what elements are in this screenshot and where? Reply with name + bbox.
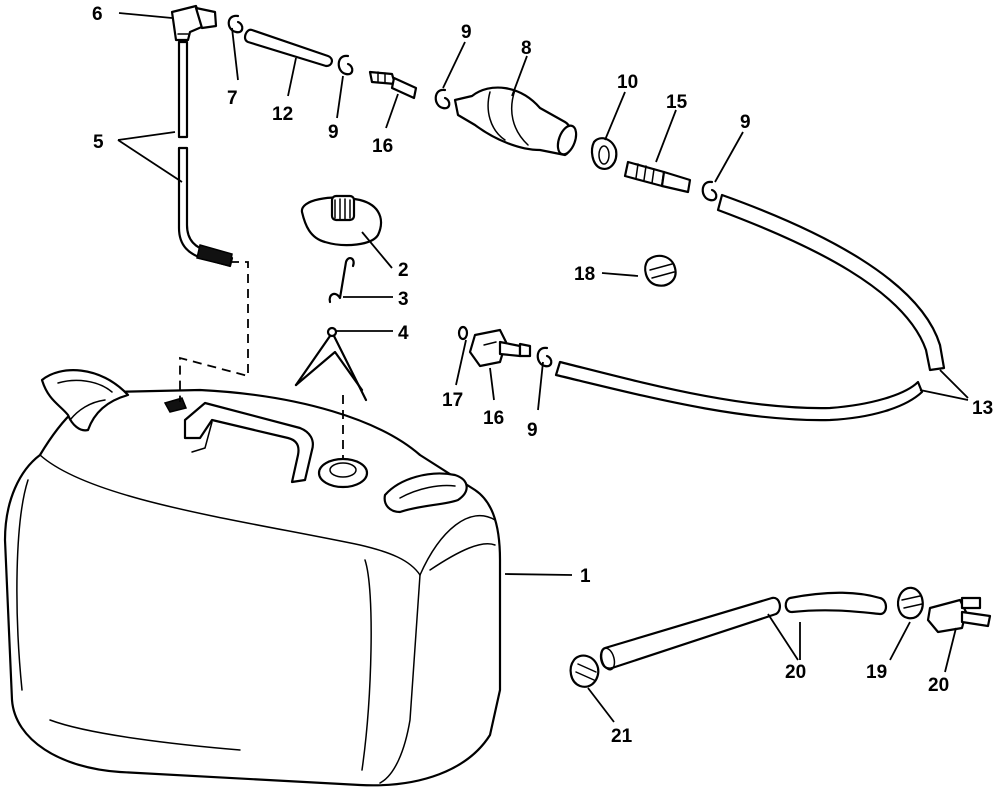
callout-20: 20 (928, 675, 949, 696)
fuel-pickup-tube (177, 40, 234, 268)
fuel-line-19 (599, 591, 888, 671)
primer-bulb (453, 86, 578, 157)
callout-9-c: 9 (740, 112, 751, 133)
assembly-dashed-lines (179, 261, 344, 460)
callout-3: 3 (398, 289, 409, 310)
callout-12: 13 (972, 398, 993, 419)
hose-clamp-21 (569, 654, 600, 688)
inline-fitting-13 (623, 160, 692, 194)
callout-19: 20 (785, 662, 806, 683)
callout-9-b: 9 (461, 22, 472, 43)
callout-labels: 6 7 12 9 16 9 8 10 15 9 5 2 3 4 18 17 16… (92, 4, 993, 747)
callout-13: 15 (666, 92, 688, 113)
retainer-wire (294, 326, 368, 402)
tank-connector (468, 328, 532, 368)
hose-clamp-17 (644, 254, 677, 287)
callout-16: 17 (442, 390, 463, 411)
hose-clamp-9-c (701, 180, 718, 202)
callout-9-d: 9 (527, 420, 538, 441)
callout-7: 7 (227, 88, 238, 109)
callout-4: 4 (398, 323, 409, 344)
callout-5: 5 (93, 132, 104, 153)
fuel-tank (3, 369, 502, 787)
o-ring (457, 325, 469, 341)
callout-1: 1 (580, 566, 591, 587)
filler-cap (300, 194, 383, 247)
callout-11: 12 (272, 104, 293, 125)
callout-14: 16 (372, 136, 393, 157)
fuel-line-12 (554, 193, 946, 422)
callout-2: 2 (398, 260, 409, 281)
callout-8: 8 (521, 38, 532, 59)
hose-clamp-9-b (434, 88, 451, 110)
hose-connector-14 (368, 70, 418, 100)
hose-clamp-7 (227, 14, 244, 34)
cap-chain (328, 257, 355, 304)
callout-21: 21 (611, 726, 633, 747)
leader-lines (117, 12, 969, 723)
check-valve-10 (590, 137, 618, 170)
callout-18: 19 (866, 662, 887, 683)
elbow-fitting (170, 4, 218, 42)
callout-10: 10 (617, 72, 638, 93)
hose-clamp-9-d (536, 346, 553, 368)
engine-connector (926, 596, 992, 634)
hose-clamp-9-a (337, 54, 354, 76)
hose-clamp-18 (897, 586, 924, 620)
hose-11 (243, 28, 333, 68)
callout-15: 16 (483, 408, 504, 429)
callout-17: 18 (574, 264, 595, 285)
callout-9-a: 9 (328, 122, 339, 143)
callout-6: 6 (92, 4, 103, 25)
